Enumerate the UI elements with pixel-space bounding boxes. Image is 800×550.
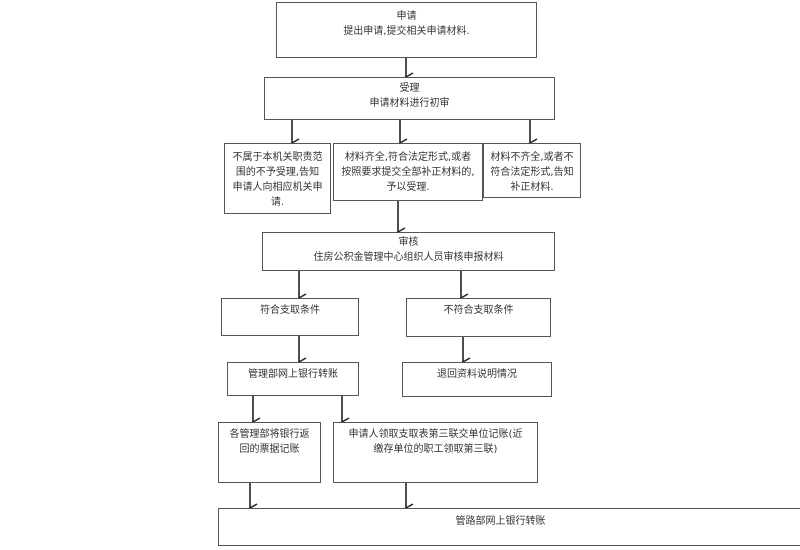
node-eligible-body: 符合支取条件 (260, 305, 320, 316)
node-apply-body: 提出申请,提交相关申请材料. (343, 26, 470, 37)
node-review-body: 住房公积金管理中心组织人员审核申报材料 (313, 252, 504, 263)
node-accept-body: 申请材料进行初审 (369, 98, 450, 109)
node-out-of-scope: 不属于本机关职责范围的不予受理,告知申请人向相应机关申请. (224, 143, 331, 214)
node-complete-body: 材料齐全,符合法定形式,或者按照要求提交全部补正材料的,予以受理. (341, 152, 475, 193)
node-final-transfer: 管路部网上银行转账 (218, 508, 800, 546)
node-out-of-scope-body: 不属于本机关职责范围的不予受理,告知申请人向相应机关申请. (232, 152, 323, 208)
node-ineligible-body: 不符合支取条件 (443, 305, 514, 316)
node-bank-transfer-body: 管理部网上银行转账 (248, 369, 338, 380)
node-bank-receipt: 各管理部将银行返回的票据记账 (218, 422, 321, 483)
node-incomplete-body: 材料不齐全,或者不符合法定形式,告知补正材料. (490, 152, 574, 193)
node-accept-title: 受理 (399, 83, 420, 94)
node-eligible: 符合支取条件 (221, 298, 359, 336)
node-return-docs-body: 退回资料说明情况 (437, 369, 517, 380)
node-review-title: 审核 (398, 237, 419, 248)
node-complete: 材料齐全,符合法定形式,或者按照要求提交全部补正材料的,予以受理. (333, 143, 483, 201)
node-ineligible: 不符合支取条件 (406, 298, 551, 337)
node-bank-transfer: 管理部网上银行转账 (227, 362, 359, 396)
node-third-copy: 申请人领取支取表第三联交单位记账(近缴存单位的职工领取第三联) (333, 422, 538, 483)
node-bank-receipt-body: 各管理部将银行返回的票据记账 (229, 429, 310, 455)
node-final-transfer-body: 管路部网上银行转账 (455, 516, 546, 527)
node-apply: 申请 提出申请,提交相关申请材料. (276, 2, 537, 58)
node-apply-title: 申请 (396, 11, 417, 22)
node-third-copy-body: 申请人领取支取表第三联交单位记账(近缴存单位的职工领取第三联) (348, 429, 523, 455)
node-accept: 受理 申请材料进行初审 (264, 77, 555, 120)
node-incomplete: 材料不齐全,或者不符合法定形式,告知补正材料. (483, 143, 581, 198)
node-review: 审核 住房公积金管理中心组织人员审核申报材料 (262, 232, 555, 271)
node-return-docs: 退回资料说明情况 (402, 362, 552, 397)
